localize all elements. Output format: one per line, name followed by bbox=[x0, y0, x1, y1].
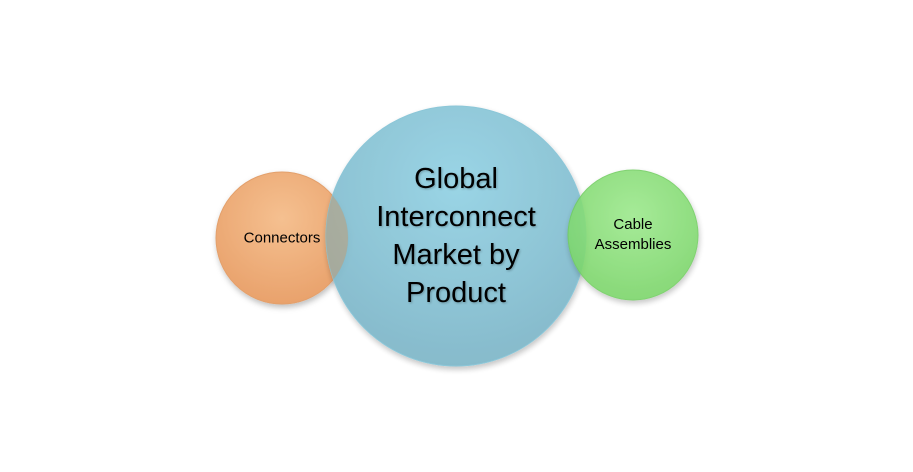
cable-assemblies-label-line: Assemblies bbox=[594, 236, 672, 253]
center-label-line: Product bbox=[406, 277, 506, 309]
center-label-line: Global bbox=[414, 163, 498, 195]
cable-assemblies-label: Cable Assemblies bbox=[595, 215, 672, 255]
center-label-line: Interconnect bbox=[376, 201, 536, 233]
connectors-label: Connectors bbox=[243, 229, 321, 247]
center-label-line: Market by bbox=[392, 239, 520, 271]
center-label: Global Interconnect Market by Product bbox=[376, 160, 536, 312]
cable-assemblies-label-line: Cable bbox=[613, 216, 653, 233]
cable-assemblies-circle bbox=[567, 169, 699, 301]
